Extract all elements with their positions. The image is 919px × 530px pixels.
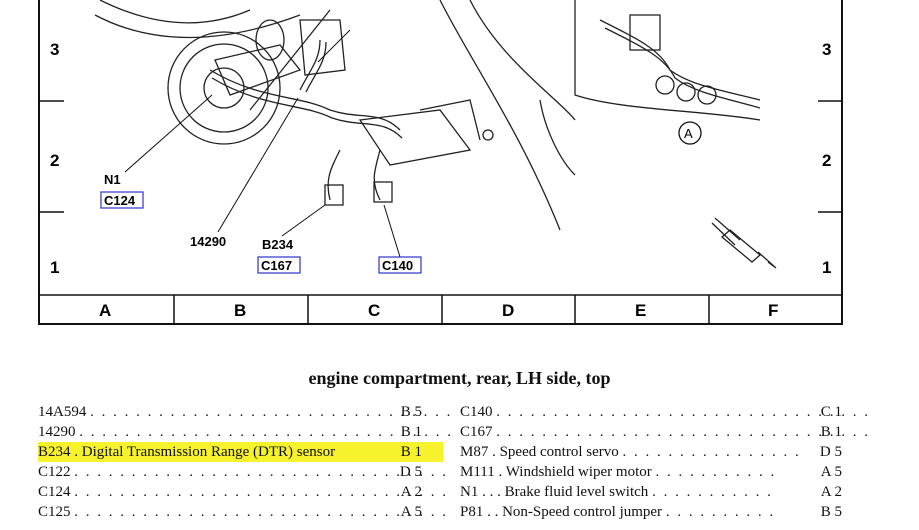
index-location: B 5 [820,504,842,520]
index-code: M87 [460,444,489,460]
index-row: 14290 . . . . . . . . . . . . . . . . . … [38,424,453,440]
callout-c140: C140 [382,258,413,273]
index-description: Brake fluid level switch [504,484,649,500]
index-row: M111 . Windshield wiper motor . . . . . … [460,464,842,480]
index-code: N1 [460,484,479,500]
index-code: P81 [460,504,484,520]
callout-c167: C167 [261,258,292,273]
callout-c140-box [378,256,422,274]
index-row: N1 . . . Brake fluid level switch . . . … [460,484,842,500]
col-label-c: C [368,301,380,320]
wiring-diagram: 3 2 1 3 2 1 A B C D E F [38,0,843,325]
index-code: M111 [460,464,495,480]
col-label-d: D [502,301,514,320]
diagram-caption: engine compartment, rear, LH side, top [308,368,611,388]
row-label-3-right: 3 [822,40,831,59]
index-location: B 1 [400,424,422,440]
diagram-frame [38,0,843,325]
col-label-a: A [99,301,111,320]
callout-c124-box [100,191,144,209]
row-label-2: 2 [50,151,59,170]
callout-b234: B234 [262,237,294,252]
row-label-3: 3 [50,40,59,59]
index-location: B 5 [400,404,422,420]
view-a-marker [678,121,702,145]
forward-direction-icon [711,217,777,269]
index-row-highlighted: B234 . Digital Transmission Range (DTR) … [38,442,443,462]
index-code: C124 [38,484,71,500]
index-location: C 1 [820,404,842,420]
col-label-e: E [635,301,646,320]
index-row: C140 . . . . . . . . . . . . . . . . . .… [460,404,871,420]
index-location: A 5 [820,464,842,480]
component-index-left: 14A594 . . . . . . . . . . . . . . . . .… [38,402,453,522]
index-row: C125 . . . . . . . . . . . . . . . . . .… [38,504,449,520]
row-label-2-right: 2 [822,151,831,170]
engine-compartment-drawing [94,0,777,269]
index-row: C122 . . . . . . . . . . . . . . . . . .… [38,464,449,480]
index-description: Non-Speed control jumper [502,504,663,520]
index-location: B 1 [820,424,842,440]
index-location: D 5 [399,464,422,480]
col-label-f: F [768,301,778,320]
view-a-label: A [684,126,693,141]
index-code: C122 [38,464,71,480]
index-location: D 5 [819,444,842,460]
index-code: C167 [460,424,493,440]
callout-c124: C124 [104,193,136,208]
index-description: Digital Transmission Range (DTR) sensor [81,444,336,460]
index-code: B234 [38,444,71,460]
index-row: M87 . Speed control servo . . . . . . . … [460,444,842,460]
index-code: 14290 [38,424,76,440]
index-location: A 2 [820,484,842,500]
callout-14290: 14290 [190,234,226,249]
index-code: 14A594 [38,404,87,420]
index-location: A 2 [400,484,422,500]
index-row: 14A594 . . . . . . . . . . . . . . . . .… [38,404,453,420]
index-code: C125 [38,504,71,520]
index-location: B 1 [400,444,422,460]
index-code: C140 [460,404,493,420]
index-row: P81 . . Non-Speed control jumper . . . .… [460,504,842,520]
index-row: C167 . . . . . . . . . . . . . . . . . .… [460,424,871,440]
index-row: C124 . . . . . . . . . . . . . . . . . .… [38,484,449,500]
callout-n1: N1 [104,172,121,187]
index-description: Speed control servo [499,444,619,460]
index-description: Windshield wiper motor [505,464,652,480]
component-index-right: C140 . . . . . . . . . . . . . . . . . .… [460,402,871,522]
callout-c167-box [257,256,301,274]
index-location: A 5 [400,504,422,520]
row-label-1: 1 [50,258,59,277]
row-label-1-right: 1 [822,258,831,277]
col-label-b: B [234,301,246,320]
leader-lines [124,29,401,258]
